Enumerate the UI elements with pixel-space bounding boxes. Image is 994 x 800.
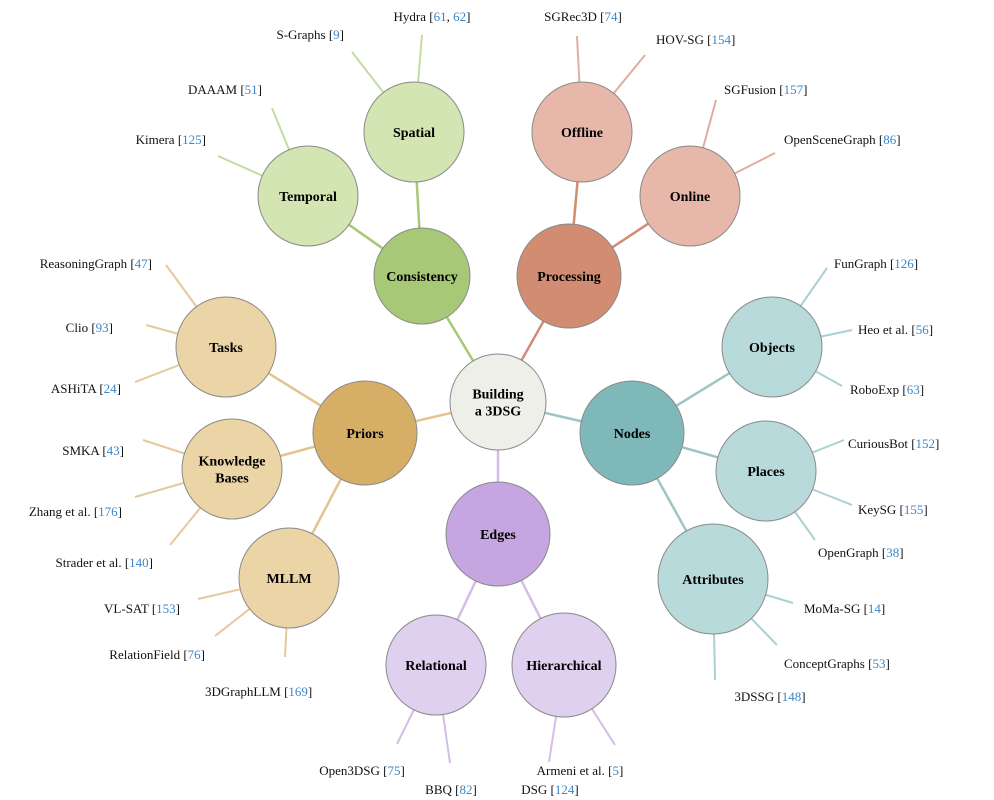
leaf-opengraph: OpenGraph [38] <box>818 545 904 560</box>
label-attributes: Attributes <box>682 573 744 588</box>
leaf-keysg: KeySG [155] <box>858 502 928 517</box>
node-circles <box>175 81 823 718</box>
node-edges <box>445 481 551 587</box>
leaf-relationfield: RelationField [76] <box>109 647 205 662</box>
leaf-sgfusion: SGFusion [157] <box>724 82 807 97</box>
label-online: Online <box>670 190 710 205</box>
leaf-zhang: Zhang et al. [176] <box>29 504 122 519</box>
label-hierarchical: Hierarchical <box>526 659 601 674</box>
node-objects <box>721 296 823 398</box>
node-mllm <box>238 527 340 629</box>
label-mllm: MLLM <box>266 572 311 587</box>
node-hierarchical <box>511 612 617 718</box>
node-tasks <box>175 296 277 398</box>
leaf-hydra: Hydra [61, 62] <box>394 9 471 24</box>
leaf-bbq: BBQ [82] <box>425 782 477 797</box>
leaf-clio: Clio [93] <box>66 320 113 335</box>
label-temporal: Temporal <box>279 190 337 205</box>
label-places: Places <box>747 465 785 480</box>
leaf-roboexp: RoboExp [63] <box>850 382 924 397</box>
label-consistency: Consistency <box>386 270 458 285</box>
label-spatial: Spatial <box>393 126 435 141</box>
node-places <box>715 420 817 522</box>
leaf-openscenegraph: OpenSceneGraph [86] <box>784 132 901 147</box>
label-priors: Priors <box>346 427 384 442</box>
leaf-daaam: DAAAM [51] <box>188 82 262 97</box>
leaf-fungraph: FunGraph [126] <box>834 256 918 271</box>
label-tasks: Tasks <box>209 341 243 356</box>
leaf-3dgraphllm: 3DGraphLLM [169] <box>205 684 312 699</box>
node-consistency <box>373 227 471 325</box>
leaf-ashita: ASHiTA [24] <box>51 381 121 396</box>
leaf-hov-sg: HOV-SG [154] <box>656 32 735 47</box>
label-relational: Relational <box>405 659 467 674</box>
node-spatial <box>363 81 465 183</box>
leaf-conceptgraphs: ConceptGraphs [53] <box>784 656 890 671</box>
node-center <box>449 353 547 451</box>
label-objects: Objects <box>749 341 795 356</box>
node-processing <box>516 223 622 329</box>
leaf-open3dsg: Open3DSG [75] <box>319 763 405 778</box>
leaf-smka: SMKA [43] <box>62 443 124 458</box>
leaf-3dssg: 3DSSG [148] <box>734 689 805 704</box>
node-nodes <box>579 380 685 486</box>
node-attributes <box>657 523 769 635</box>
leaf-kimera: Kimera [125] <box>136 132 206 147</box>
label-nodes: Nodes <box>614 427 651 442</box>
leaf-curiousbot: CuriousBot [152] <box>848 436 939 451</box>
node-relational <box>385 614 487 716</box>
label-edges: Edges <box>480 528 516 543</box>
leaf-dsg: DSG [124] <box>521 782 578 797</box>
leaf-s-graphs: S-Graphs [9] <box>276 27 344 42</box>
leaf-heo: Heo et al. [56] <box>858 322 933 337</box>
label-offline: Offline <box>561 126 603 141</box>
node-priors <box>312 380 418 486</box>
label-processing: Processing <box>537 270 601 285</box>
leaf-armeni: Armeni et al. [5] <box>537 763 624 778</box>
node-offline <box>531 81 633 183</box>
node-knowledge-bases <box>181 418 283 520</box>
leaf-sgrec3d: SGRec3D [74] <box>544 9 622 24</box>
leaf-reasoninggraph: ReasoningGraph [47] <box>40 256 152 271</box>
leaf-strader: Strader et al. [140] <box>56 555 153 570</box>
node-temporal <box>257 145 359 247</box>
leaf-moma-sg: MoMa-SG [14] <box>804 601 885 616</box>
node-online <box>639 145 741 247</box>
leaf-vl-sat: VL-SAT [153] <box>104 601 180 616</box>
